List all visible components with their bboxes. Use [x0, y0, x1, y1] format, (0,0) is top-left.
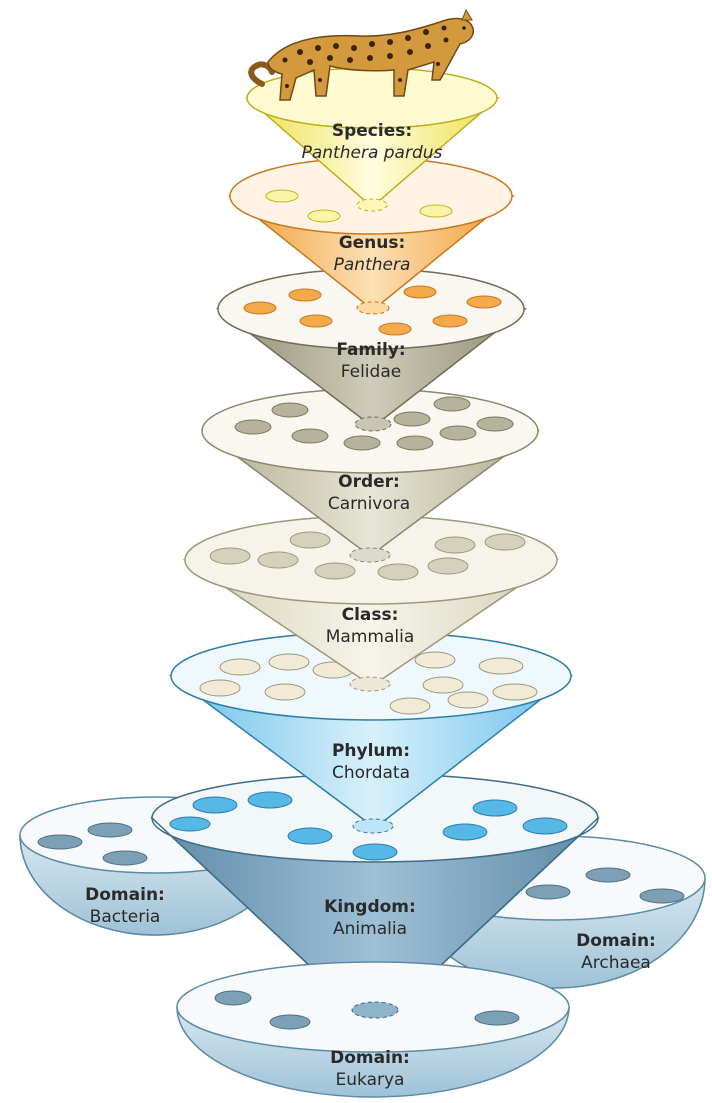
kingdom-name: Animalia — [333, 919, 407, 939]
label-genus: Genus: Panthera — [334, 233, 411, 275]
archaea-rank: Domain: — [576, 931, 656, 951]
bacteria-rank: Domain: — [85, 885, 165, 905]
order-rank: Order: — [338, 472, 400, 492]
phylum-name: Chordata — [332, 763, 410, 783]
label-kingdom: Kingdom: Animalia — [324, 897, 416, 939]
eukarya-name: Eukarya — [336, 1070, 405, 1090]
family-rank: Family: — [336, 340, 405, 360]
bacteria-name: Bacteria — [90, 907, 161, 927]
label-domain-eukarya: Domain: Eukarya — [330, 1048, 410, 1090]
family-name: Felidae — [341, 362, 401, 382]
genus-name: Panthera — [334, 255, 411, 275]
class-name: Mammalia — [326, 627, 415, 647]
species-cone — [244, 67, 501, 212]
archaea-name: Archaea — [581, 953, 651, 973]
label-order: Order: Carnivora — [328, 472, 410, 514]
genus-rank: Genus: — [339, 233, 406, 253]
label-class: Class: Mammalia — [326, 605, 415, 647]
leopard-illustration — [248, 8, 474, 101]
label-family: Family: Felidae — [336, 340, 405, 382]
label-species: Species: Panthera pardus — [302, 121, 443, 163]
domain-eukarya-bowl — [176, 961, 570, 1098]
species-name: Panthera pardus — [302, 143, 443, 163]
label-phylum: Phylum: Chordata — [332, 741, 410, 783]
kingdom-rank: Kingdom: — [324, 897, 416, 917]
family-cone — [215, 268, 528, 432]
label-domain-bacteria: Domain: Bacteria — [85, 885, 165, 927]
order-name: Carnivora — [328, 494, 410, 514]
phylum-rank: Phylum: — [332, 741, 410, 761]
species-rank: Species: — [332, 121, 412, 141]
label-domain-archaea: Domain: Archaea — [576, 931, 656, 973]
class-rank: Class: — [342, 605, 399, 625]
eukarya-rank: Domain: — [330, 1048, 410, 1068]
